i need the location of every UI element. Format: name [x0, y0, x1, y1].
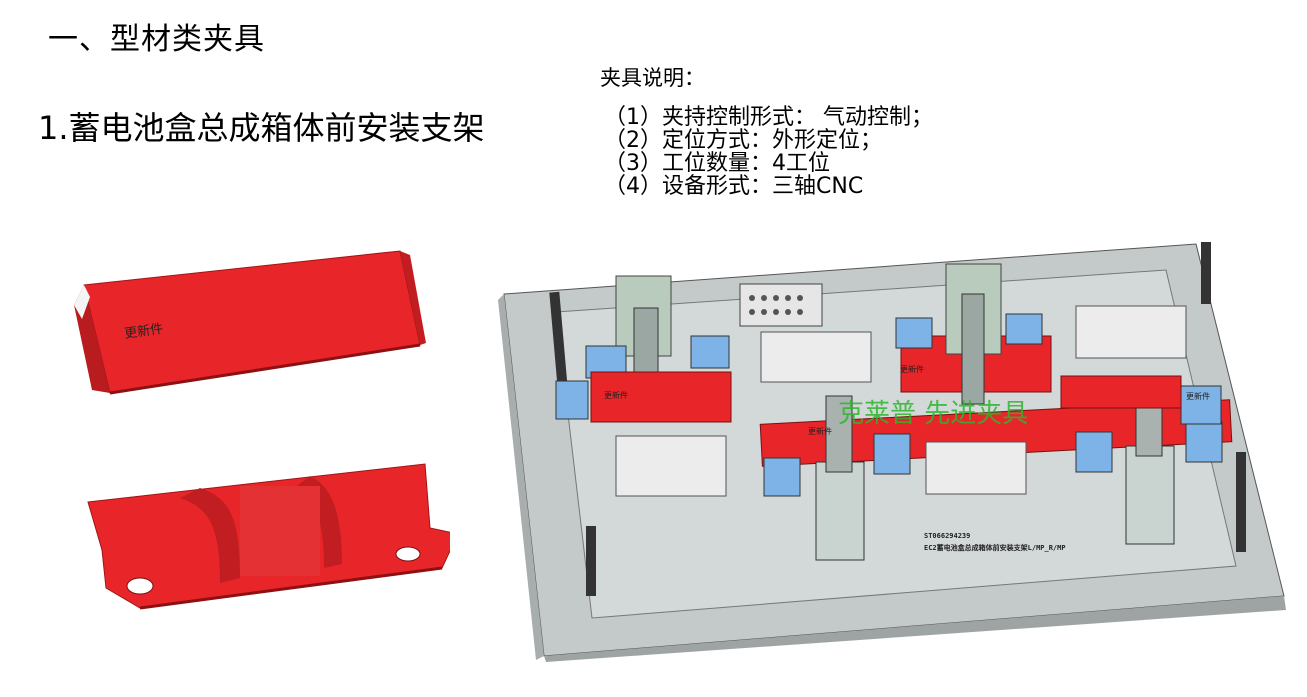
section-title: 一、型材类夹具: [48, 22, 265, 57]
fixture-part-label: 更新件: [900, 364, 924, 374]
description-item-positioning: （2）定位方式：外形定位；: [604, 128, 882, 153]
bracket-part-angle-image: 更新件: [74, 250, 426, 395]
fixture-part-label: 更新件: [808, 426, 832, 436]
fixture-description-list: （1）夹持控制形式： 气动控制； （2）定位方式：外形定位； （3）工位数量：4…: [604, 106, 933, 198]
drawing-code: ST066294239: [924, 532, 970, 540]
bracket-part-top-image: [87, 463, 450, 610]
watermark-text: 克莱普 先进夹具: [838, 399, 1028, 429]
description-item-stations: （3）工位数量：4工位: [604, 151, 830, 176]
description-item-equipment: （4）设备形式：三轴CNC: [604, 174, 864, 199]
description-item-clamping: （1）夹持控制形式： 气动控制；: [604, 105, 933, 130]
part-label: 更新件: [123, 321, 164, 342]
fixture-description-heading: 夹具说明：: [600, 66, 705, 90]
part-title: 1.蓄电池盒总成箱体前安装支架: [38, 109, 485, 147]
drawing-name: EC2蓄电池盒总成箱体前安装支架L/MP_R/MP: [924, 543, 1066, 552]
fixture-part-label: 更新件: [604, 390, 628, 400]
fixture-part-label: 更新件: [1186, 391, 1210, 401]
fixture-assembly-image: 更新件 更新件 更新件 更新件 ST066294239 EC2蓄电池盒总成箱体前…: [498, 242, 1286, 662]
